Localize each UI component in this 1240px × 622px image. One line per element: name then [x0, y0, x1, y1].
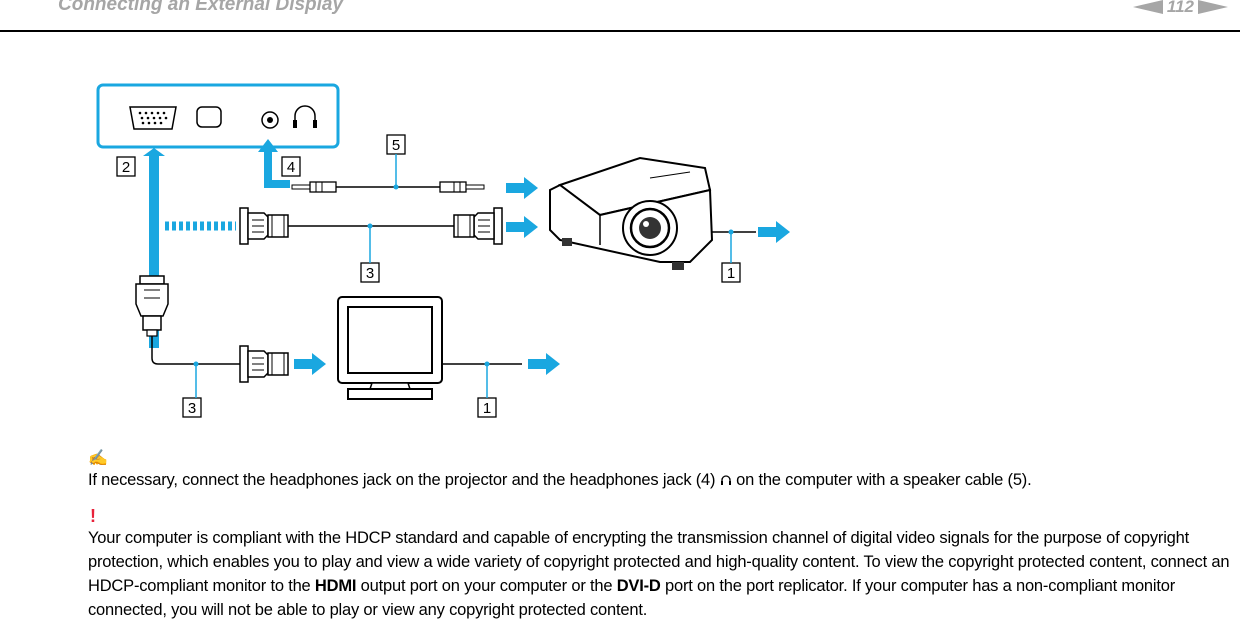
svg-text:4: 4: [287, 159, 295, 176]
vga-connector-icon: [453, 207, 503, 245]
arrow-icon: [294, 353, 326, 375]
callout-1: 1: [477, 397, 497, 418]
svg-text:1: 1: [727, 265, 735, 282]
hdmi-label: HDMI: [314, 577, 357, 595]
callout-3: 3: [360, 262, 380, 283]
svg-text:5: 5: [392, 137, 400, 154]
note-text-part-2: on the computer with a speaker cable (5)…: [731, 471, 1032, 489]
projector-icon: [549, 156, 714, 270]
header-divider: [0, 30, 1240, 32]
note-text-part-1: If necessary, connect the headphones jac…: [88, 471, 720, 489]
vga-connector-icon: [135, 275, 169, 337]
page-title: Connecting an External Display: [58, 0, 344, 15]
vga-port-icon: [129, 106, 177, 130]
monitor-icon: [337, 296, 443, 400]
warning-text-part-1: Your computer is compliant with the HDCP…: [88, 529, 1230, 595]
triangle-left-icon[interactable]: [1132, 0, 1163, 14]
callout-1: 1: [721, 262, 741, 283]
callout-3: 3: [182, 397, 202, 418]
headphones-icon: [293, 105, 317, 128]
vga-connector-icon: [239, 207, 289, 245]
pencil-note-icon: ✍: [88, 450, 108, 467]
arrow-icon: [258, 139, 290, 188]
audio-jack-icon: [261, 111, 279, 129]
dvi-d-label: DVI-D: [616, 577, 661, 595]
callout-4: 4: [281, 156, 301, 177]
speaker-cable: [291, 154, 485, 193]
arrow-icon: [143, 148, 165, 348]
callout-5: 5: [386, 134, 406, 155]
page-number: 112: [1166, 0, 1194, 16]
callout-2: 2: [116, 156, 136, 177]
warning-text-part-2: output port on your computer or the: [356, 577, 617, 595]
vga-connector-icon: [239, 345, 289, 383]
arrow-icon: [506, 216, 538, 238]
note-text: If necessary, connect the headphones jac…: [88, 468, 1228, 492]
arrow-icon: [528, 353, 560, 375]
arrow-icon: [758, 221, 790, 243]
page-navigation: 112: [1132, 0, 1228, 18]
connection-diagram: 2 4 5 3 1 3 1: [96, 83, 790, 418]
svg-text:3: 3: [188, 400, 196, 417]
triangle-right-icon[interactable]: [1198, 0, 1228, 14]
headphones-icon: [720, 475, 731, 485]
svg-text:2: 2: [122, 159, 130, 176]
arrow-icon: [506, 177, 538, 199]
warning-text: Your computer is compliant with the HDCP…: [88, 526, 1233, 622]
svg-text:3: 3: [366, 265, 374, 282]
port-icon: [196, 106, 222, 128]
exclamation-icon: !: [90, 506, 96, 526]
svg-text:1: 1: [483, 400, 491, 417]
